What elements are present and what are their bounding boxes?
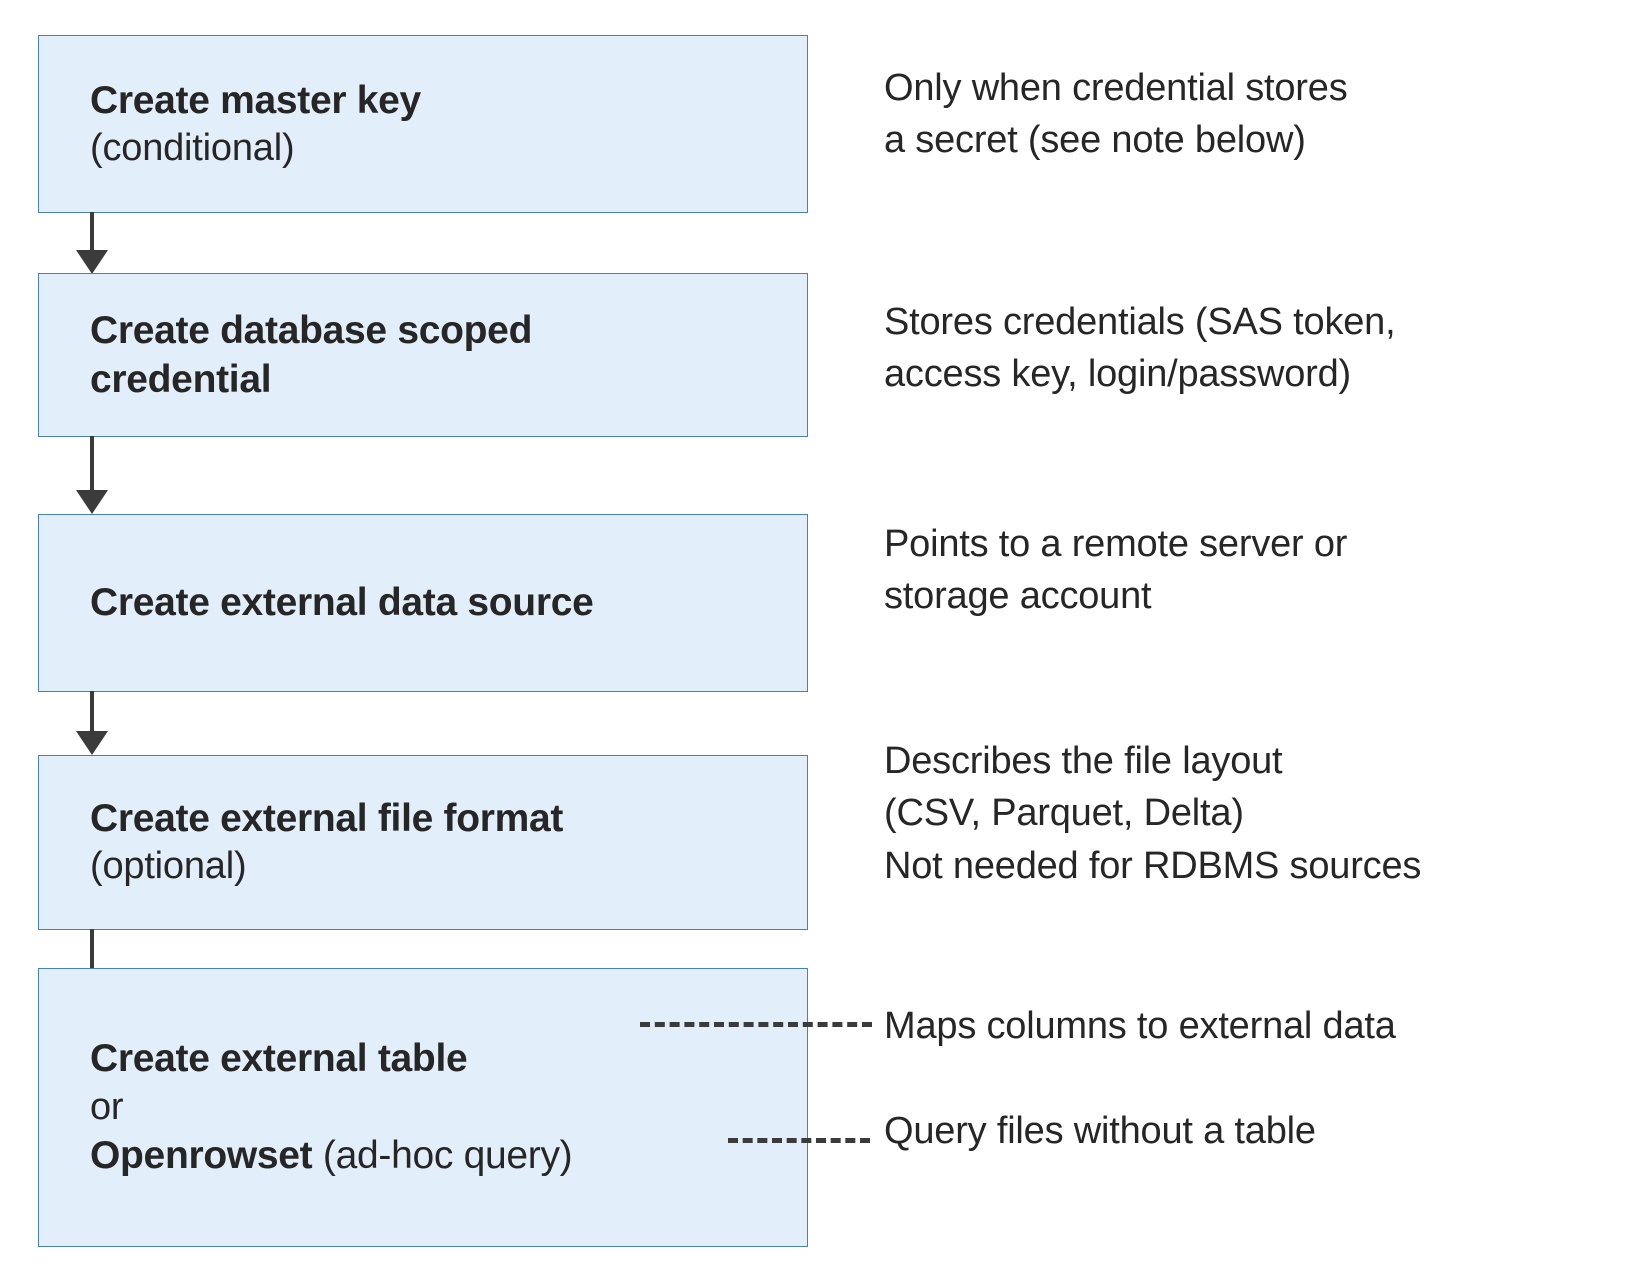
arrow-shaft <box>90 436 94 492</box>
arrow-shaft <box>90 929 94 991</box>
flow-step-note-create-database-scoped-credential: Stores credentials (SAS token, access ke… <box>884 301 1396 396</box>
flow-step-text: Create external file format (optional) <box>39 794 807 891</box>
flow-step-note-create-external-data-source: Points to a remote server or storage acc… <box>884 523 1348 618</box>
flow-step-title: Create external data source <box>90 581 594 625</box>
flow-step-create-external-table-or-openrowset[interactable]: Create external table or Openrowset (ad-… <box>38 968 808 1247</box>
flow-step-create-master-key[interactable]: Create master key (conditional) <box>38 35 808 213</box>
flow-option-b-name: Openrowset <box>90 1134 313 1178</box>
flow-step-subtitle: (optional) <box>90 845 247 888</box>
dashed-connector-external-table <box>640 1022 872 1027</box>
arrow-down-icon <box>76 929 108 1013</box>
flow-step-create-external-file-format[interactable]: Create external file format (optional) <box>38 755 808 930</box>
flow-step-create-external-data-source[interactable]: Create external data source <box>38 514 808 692</box>
arrow-shaft <box>90 212 94 252</box>
arrow-shaft <box>90 691 94 733</box>
arrow-head <box>76 250 108 274</box>
arrow-down-icon <box>76 691 108 756</box>
flow-step-text: Create external table or Openrowset (ad-… <box>39 1034 807 1180</box>
flow-step-create-database-scoped-credential[interactable]: Create database scoped credential <box>38 273 808 437</box>
flow-step-title: Create external file format <box>90 797 564 840</box>
arrow-down-icon <box>76 436 108 515</box>
dashed-connector-openrowset <box>728 1138 870 1143</box>
flow-step-text: Create external data source <box>39 578 807 627</box>
flow-step-note-create-master-key: Only when credential stores a secret (se… <box>884 67 1348 162</box>
flow-step-note-openrowset: Query files without a table <box>884 1110 1316 1152</box>
flow-option-a-title: Create external table <box>90 1037 468 1081</box>
flow-option-separator: or <box>90 1085 124 1128</box>
arrow-head <box>76 731 108 755</box>
flow-step-text: Create master key (conditional) <box>39 76 807 173</box>
flow-option-b-title: Openrowset (ad-hoc query) <box>90 1131 791 1180</box>
flow-step-note-create-external-file-format: Describes the file layout (CSV, Parquet,… <box>884 740 1422 887</box>
arrow-head <box>76 490 108 514</box>
flow-option-b-suffix: (ad-hoc query) <box>312 1134 573 1178</box>
flow-step-title: Create master key <box>90 78 421 122</box>
arrow-down-icon <box>76 212 108 274</box>
flow-step-note-external-table: Maps columns to external data <box>884 1005 1396 1047</box>
flow-step-subtitle: (conditional) <box>90 126 295 169</box>
flow-step-text: Create database scoped credential <box>39 306 807 404</box>
flow-step-title: Create database scoped credential <box>90 308 533 401</box>
